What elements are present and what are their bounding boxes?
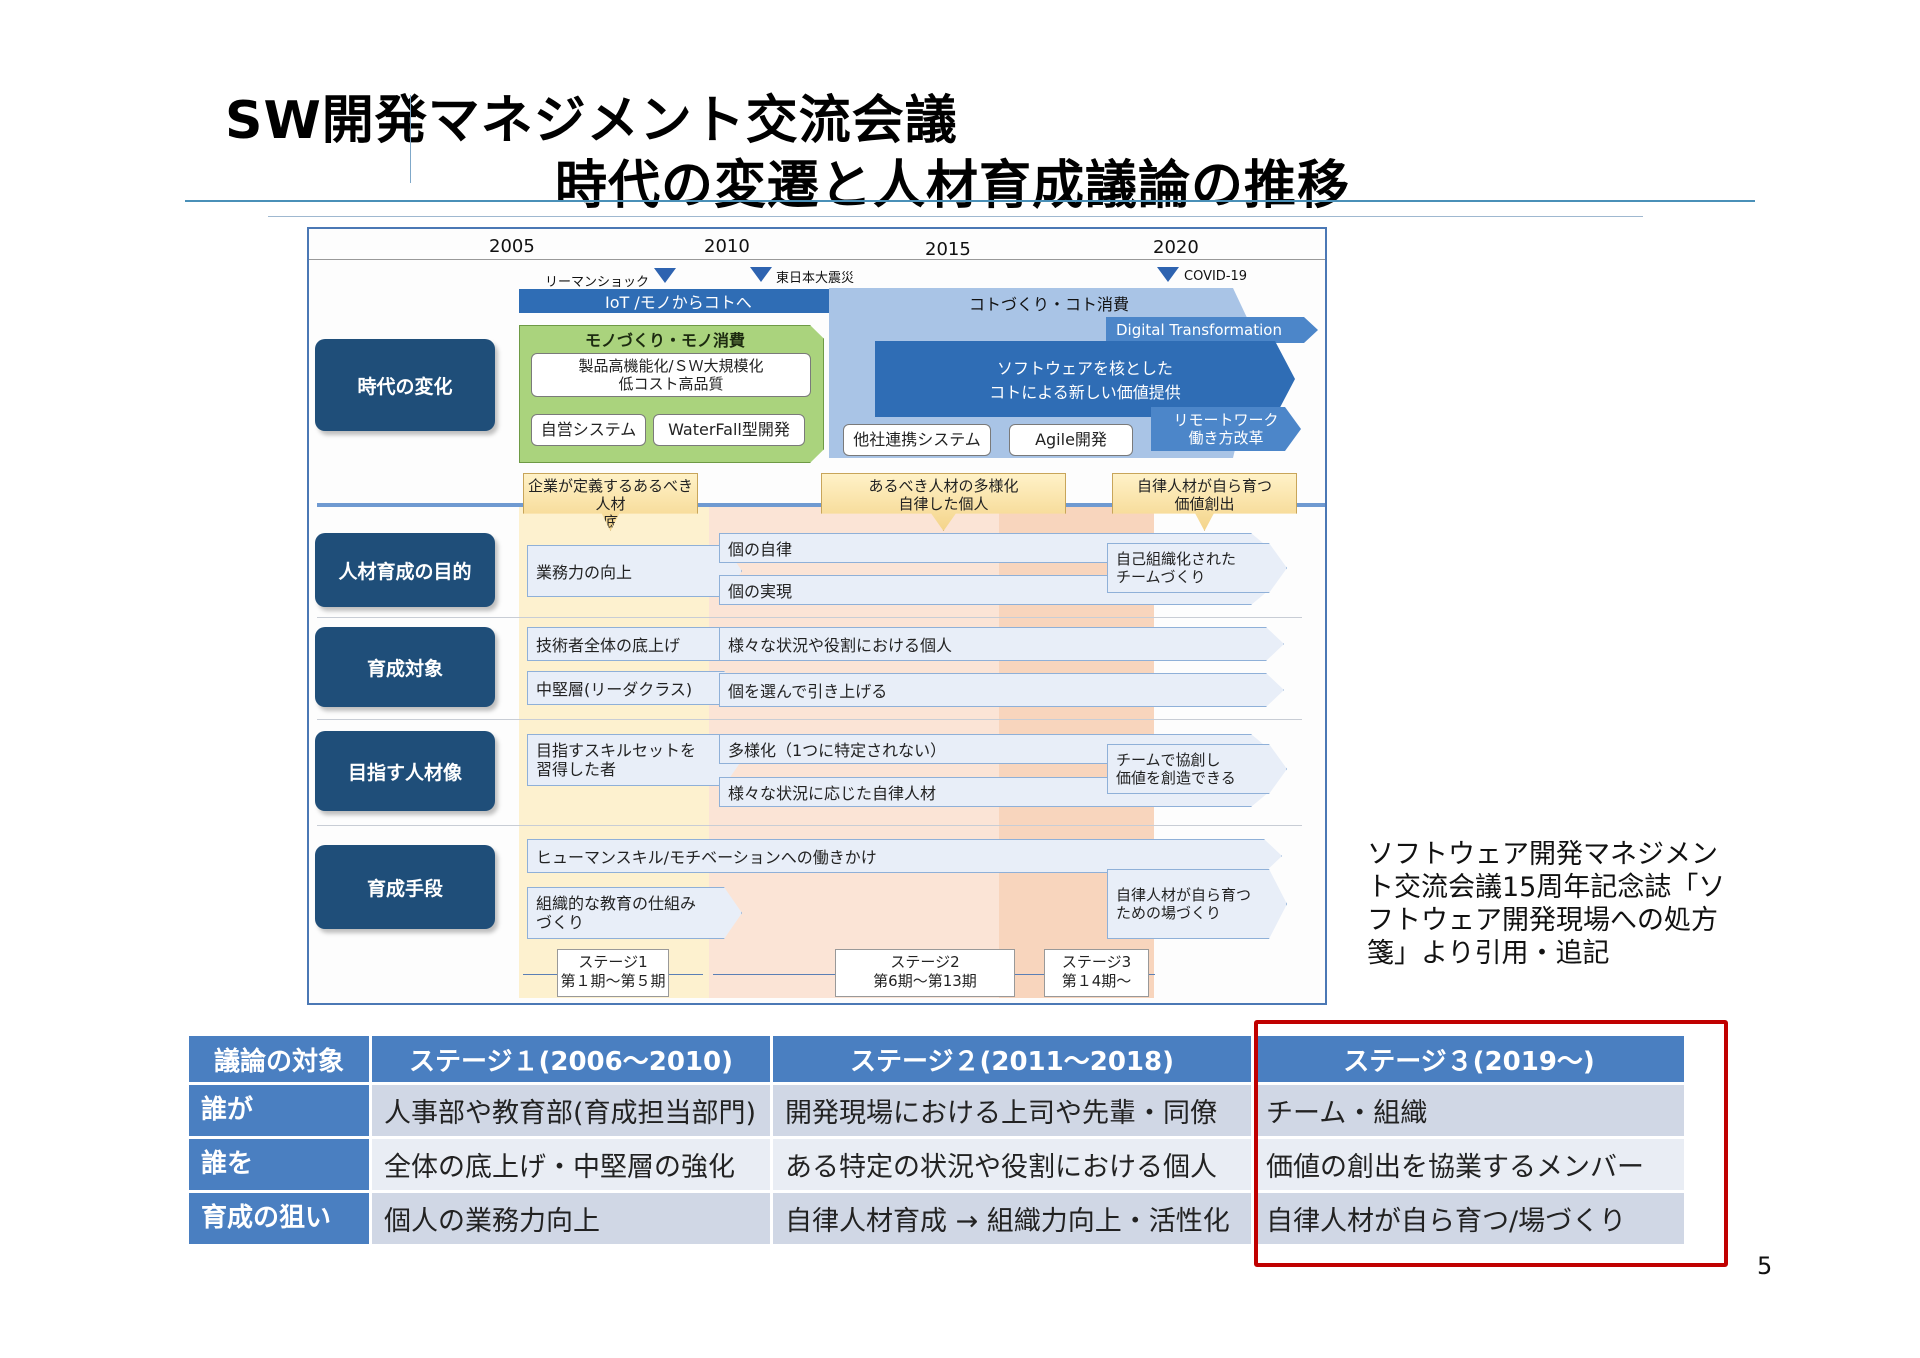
event-marker-icon	[1157, 267, 1179, 282]
jiei-system-box: 自営システム	[531, 414, 646, 446]
means-stage3-arrow: 自律人材が自ら育つ ための場づくり	[1107, 869, 1287, 939]
table-cell: 自律人材が自ら育つ/場づくり	[1254, 1193, 1684, 1244]
stage-comparison-table: 議論の対象 ステージ１(2006〜2010) ステージ２(2011〜2018) …	[186, 1033, 1687, 1247]
table-header-row: 議論の対象 ステージ１(2006〜2010) ステージ２(2011〜2018) …	[189, 1036, 1684, 1082]
row-label-purpose: 人材育成の目的	[315, 533, 495, 607]
ideal-stage3-arrow: チームで協創し 価値を創造できる	[1107, 744, 1287, 794]
target-stage2a-arrow: 様々な状況や役割における個人	[719, 627, 1284, 661]
agile-box: Agile開発	[1009, 424, 1133, 456]
row-label-ideal: 目指す人材像	[315, 731, 495, 811]
title-divider-vertical	[410, 95, 411, 183]
year-label: 2005	[489, 236, 535, 257]
row-separator	[317, 719, 1302, 720]
event-label: COVID-19	[1184, 269, 1248, 284]
digital-transformation-arrow: Digital Transformation	[1106, 317, 1318, 343]
table-header: 議論の対象	[189, 1036, 369, 1082]
table-row: 誰が 人事部や教育部(育成担当部門) 開発現場における上司や先輩・同僚 チーム・…	[189, 1085, 1684, 1136]
title-underline-thin	[268, 216, 1643, 217]
table-row: 育成の狙い 個人の業務力向上 自律人材育成 → 組織力向上・活性化 自律人材が自…	[189, 1193, 1684, 1244]
event-marker-icon	[654, 268, 676, 283]
kotozukuri-label: コトづくり・コト消費	[969, 295, 1130, 314]
year-label: 2015	[925, 239, 971, 260]
year-label: 2010	[704, 236, 750, 257]
software-core-arrow: ソフトウェアを核とした コトによる新しい価値提供	[875, 341, 1295, 417]
ideal-stage1-arrow: 目指すスキルセットを 習得した者	[527, 734, 742, 786]
stage3-highlight-box	[1254, 1020, 1728, 1267]
purpose-stage3-arrow: 自己組織化された チームづくり	[1107, 543, 1287, 593]
means-stage1-arrow: 組織的な教育の仕組み づくり	[527, 887, 742, 939]
table-row-label: 育成の狙い	[189, 1193, 369, 1244]
row-label-era: 時代の変化	[315, 339, 495, 431]
history-figure: 2005 2010 2015 2020 リーマンショック 東日本大震災 COVI…	[307, 227, 1327, 1005]
event-marker-icon	[750, 267, 772, 282]
table-cell: 人事部や教育部(育成担当部門)	[372, 1085, 770, 1136]
stage1-label: ステージ1 第１期〜第５期	[557, 949, 669, 997]
event-label: 東日本大震災	[776, 271, 855, 286]
table-cell: チーム・組織	[1254, 1085, 1684, 1136]
iot-arrow: IoT /モノからコトへ	[519, 289, 879, 313]
row-separator	[317, 825, 1302, 826]
product-box: 製品高機能化/ＳＷ大規模化 低コスト高品質	[531, 353, 811, 397]
table-cell: 全体の底上げ・中堅層の強化	[372, 1139, 770, 1190]
means-all-arrow: ヒューマンスキル/モチベーションへの働きかけ	[527, 839, 1282, 873]
monozukuri-label: モノづくり・モノ消費	[585, 331, 746, 350]
target-stage1b-arrow: 中堅層(リーダクラス)	[527, 671, 742, 705]
table-row-label: 誰を	[189, 1139, 369, 1190]
year-label: 2020	[1153, 237, 1199, 258]
tasha-system-box: 他社連携システム	[843, 424, 991, 456]
table-cell: 開発現場における上司や先輩・同僚	[773, 1085, 1251, 1136]
purpose-stage1-arrow: 業務力の向上	[527, 545, 742, 597]
table-cell: 自律人材育成 → 組織力向上・活性化	[773, 1193, 1251, 1244]
remote-work-arrow: リモートワーク 働き方改革	[1151, 407, 1301, 451]
table-header: ステージ１(2006〜2010)	[372, 1036, 770, 1082]
title-line-2: 時代の変遷と人材育成議論の推移	[555, 156, 1351, 216]
title-line-1: SW開発マネジメント交流会議	[225, 91, 958, 151]
year-rule	[309, 259, 1325, 260]
page-number: 5	[1757, 1252, 1773, 1280]
row-label-means: 育成手段	[315, 845, 495, 929]
table-cell: ある特定の状況や役割における個人	[773, 1139, 1251, 1190]
waterfall-box: WaterFall型開発	[653, 414, 805, 446]
table-row: 誰を 全体の底上げ・中堅層の強化 ある特定の状況や役割における個人 価値の創出を…	[189, 1139, 1684, 1190]
target-stage1a-arrow: 技術者全体の底上げ	[527, 627, 742, 661]
table-cell: 個人の業務力向上	[372, 1193, 770, 1244]
title-divider-horizontal	[185, 200, 1755, 202]
table-cell: 価値の創出を協業するメンバー	[1254, 1139, 1684, 1190]
row-label-target: 育成対象	[315, 627, 495, 707]
stage3-label: ステージ3 第１4期〜	[1044, 949, 1149, 997]
stage2-label: ステージ2 第6期〜第13期	[835, 949, 1015, 997]
table-row-label: 誰が	[189, 1085, 369, 1136]
event-label: リーマンショック	[545, 275, 650, 290]
row-separator	[317, 617, 1302, 618]
table-header: ステージ２(2011〜2018)	[773, 1036, 1251, 1082]
target-stage2b-arrow: 個を選んで引き上げる	[719, 673, 1284, 707]
source-caption: ソフトウェア開発マネジメント交流会議15周年記念誌「ソフトウェア開発現場への処方…	[1367, 839, 1726, 969]
table-header: ステージ３(2019〜)	[1254, 1036, 1684, 1082]
